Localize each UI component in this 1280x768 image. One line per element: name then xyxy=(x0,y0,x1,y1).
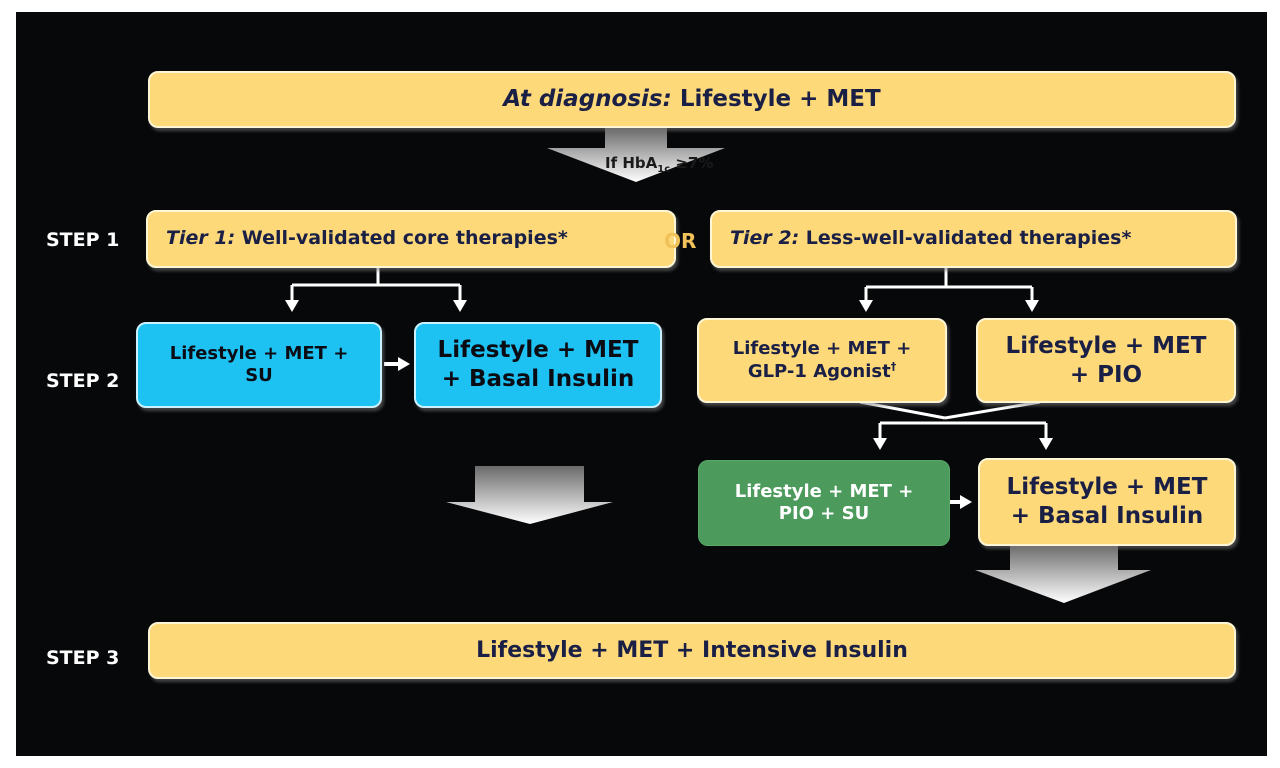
or-label: OR xyxy=(664,229,697,253)
tier1-option-basal-insulin: Lifestyle + MET + Basal Insulin xyxy=(414,322,662,408)
tier1-option-su: Lifestyle + MET + SU xyxy=(136,322,382,408)
tier1-box: Tier 1: Well-validated core therapies* xyxy=(146,210,676,268)
hba1c-condition-label: If HbA1c ≥7% xyxy=(605,154,714,175)
tier2-prefix: Tier 2: xyxy=(730,227,800,250)
tier2-merge-connector xyxy=(859,400,1048,440)
step2-label: STEP 2 xyxy=(46,370,120,392)
tier2-option-glp1: Lifestyle + MET + GLP-1 Agonist† xyxy=(697,318,947,403)
tier2-next-basal-insulin: Lifestyle + MET + Basal Insulin xyxy=(978,458,1236,546)
arrowhead-icon xyxy=(873,438,887,450)
step1-label: STEP 1 xyxy=(46,229,120,251)
diagnosis-box: At diagnosis: Lifestyle + MET xyxy=(148,71,1236,128)
arrowhead-icon xyxy=(1039,438,1053,450)
step3-label: STEP 3 xyxy=(46,647,120,669)
tier2-next-pio-su: Lifestyle + MET + PIO + SU xyxy=(698,460,950,546)
tier2-option-pio: Lifestyle + MET + PIO xyxy=(976,318,1236,403)
down-arrow-icon xyxy=(547,128,725,182)
arrowhead-icon xyxy=(285,300,299,312)
arrowhead-icon xyxy=(1025,300,1039,312)
tier1-branch-connector xyxy=(290,268,462,302)
arrowhead-icon xyxy=(960,495,972,509)
tier1-prefix: Tier 1: xyxy=(166,227,236,250)
tier1-text: Well-validated core therapies* xyxy=(241,227,568,250)
tier2-branch-connector xyxy=(864,268,1034,302)
arrowhead-icon xyxy=(398,357,410,371)
diagnosis-text: Lifestyle + MET xyxy=(679,86,881,113)
arrowhead-icon xyxy=(453,300,467,312)
step3-box: Lifestyle + MET + Intensive Insulin xyxy=(148,622,1236,679)
diagnosis-prefix: At diagnosis: xyxy=(503,86,672,113)
tier2-box: Tier 2: Less-well-validated therapies* xyxy=(710,210,1237,268)
arrowhead-icon xyxy=(859,300,873,312)
down-arrow-icon xyxy=(446,466,613,524)
tier2-text: Less-well-validated therapies* xyxy=(805,227,1132,250)
down-arrow-icon xyxy=(975,544,1151,603)
